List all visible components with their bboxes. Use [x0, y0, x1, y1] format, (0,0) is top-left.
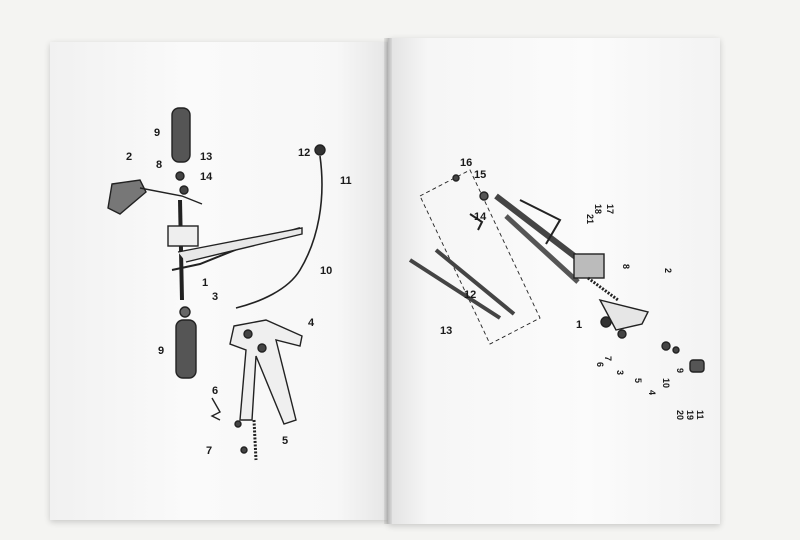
- callout-number: 12: [464, 289, 477, 301]
- callout-number: 5: [633, 378, 643, 384]
- callout-number: 15: [474, 169, 487, 181]
- callout-number: 4: [308, 317, 315, 329]
- callout-number: 9: [158, 345, 165, 357]
- callout-number: 13: [200, 151, 213, 163]
- callout-number: 9: [675, 368, 685, 374]
- callout-number: 5: [282, 435, 289, 447]
- callout-number: 21: [585, 214, 595, 225]
- callout-number: 13: [440, 325, 453, 337]
- callout-number: 17: [605, 204, 615, 215]
- callout-number: 14: [200, 171, 213, 183]
- callout-number: 6: [595, 362, 605, 368]
- callout-number: 16: [460, 157, 473, 169]
- callout-number: 6: [212, 385, 219, 397]
- callout-number: 11: [695, 410, 705, 420]
- callout-number: 14: [474, 211, 487, 223]
- callout-number: 2: [663, 268, 673, 274]
- left-page: [50, 42, 388, 520]
- callout-number: 7: [206, 445, 213, 457]
- callout-number: 20: [675, 410, 685, 421]
- callout-number: 12: [298, 147, 311, 159]
- callout-number: 10: [661, 378, 671, 389]
- callout-number: 8: [621, 264, 631, 270]
- callout-number: 1: [202, 277, 209, 289]
- callout-number: 2: [126, 151, 133, 163]
- book-spine: [384, 38, 392, 524]
- right-page: [388, 38, 720, 524]
- callout-number: 8: [156, 159, 163, 171]
- callout-number: 11: [340, 175, 352, 187]
- callout-number: 3: [615, 370, 625, 376]
- callout-number: 9: [154, 127, 161, 139]
- callout-number: 4: [647, 390, 657, 396]
- callout-number: 10: [320, 265, 333, 277]
- callout-number: 3: [212, 291, 219, 303]
- callout-number: 19: [685, 410, 695, 421]
- callout-number: 1: [576, 319, 583, 331]
- callout-number: 7: [603, 356, 613, 362]
- callout-number: 18: [593, 204, 603, 215]
